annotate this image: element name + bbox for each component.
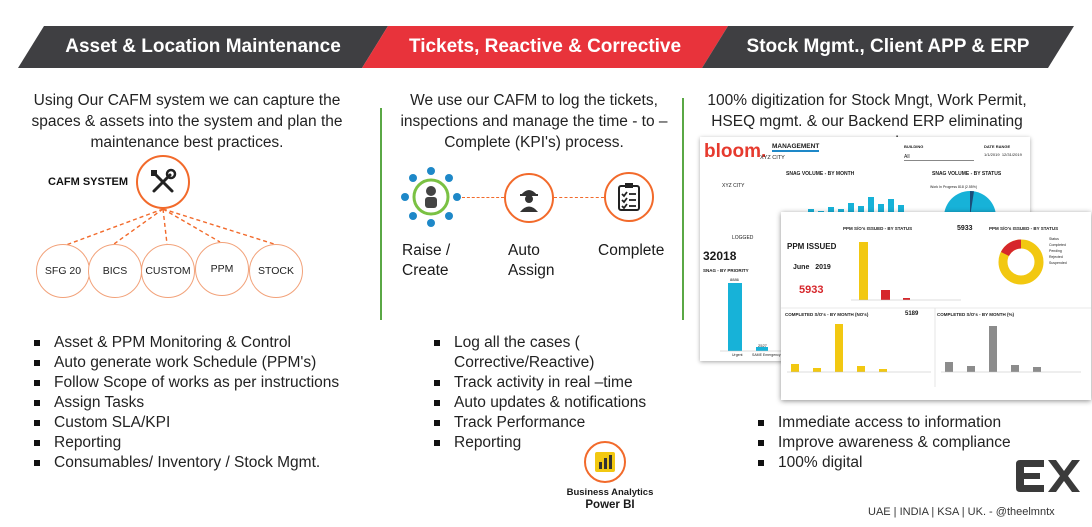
legend-item: Pending [1049, 249, 1062, 253]
list-item: Improve awareness & compliance [756, 433, 1056, 453]
node-label: PPM [210, 263, 234, 275]
list-item: Track Performance [432, 413, 672, 433]
snag-month-title: SNAG VOLUME - BY MONTH [786, 171, 855, 177]
banner-title: Asset & Location Maintenance [65, 36, 341, 57]
ppm-status-title: PPM S/O's ISSUED - BY STATUS [843, 226, 913, 231]
power-bi-caption: Business Analytics Power BI [560, 486, 660, 512]
ppm-issued-label: PPM ISSUED [787, 242, 837, 251]
step-complete: Complete [598, 242, 665, 259]
col3-bullet-list: Immediate access to information Improve … [756, 413, 1056, 473]
ppm-period: June 2019 [793, 264, 831, 271]
legend-title: Status [1049, 237, 1059, 241]
list-item: Consumables/ Inventory / Stock Mgmt. [32, 453, 372, 473]
legend-item: Rejected [1049, 255, 1063, 259]
list-item: Reporting [432, 433, 672, 453]
legend-item: Suspended [1049, 261, 1067, 265]
banner-stock: Stock Mgmt., Client APP & ERP [702, 26, 1074, 68]
date-to: 12/31/2019 [1001, 152, 1022, 157]
col2-bullet-list: Log all the cases ( Corrective/Reactive)… [432, 333, 672, 453]
priority-label: Urgent [732, 353, 743, 357]
elmntx-logo [1014, 456, 1080, 496]
step-auto-assign: Auto Assign [508, 242, 555, 279]
list-item: Auto generate work Schedule (PPM's) [32, 353, 372, 373]
list-item: 100% digital [756, 453, 1056, 473]
list-item: Immediate access to information [756, 413, 1056, 433]
banner-asset-location: Asset & Location Maintenance [18, 26, 388, 68]
flow-connector [554, 197, 604, 198]
col2-description: We use our CAFM to log the tickets, insp… [400, 92, 668, 151]
column-divider [682, 98, 684, 320]
ppm-charts [781, 239, 1091, 387]
list-item: Auto updates & notifications [432, 393, 672, 413]
list-item: Log all the cases ( Corrective/Reactive) [432, 333, 672, 373]
building-label: BUILDING [904, 144, 924, 149]
list-item: Track activity in real –time [432, 373, 672, 393]
ppm-status-value: 5933 [957, 225, 973, 232]
checklist-icon [604, 172, 654, 222]
node-bics: BICS [88, 244, 142, 298]
flow-connector [462, 197, 504, 198]
step-raise-create: Raise / Create [402, 242, 451, 279]
node-label: BICS [102, 265, 128, 277]
list-item: Asset & PPM Monitoring & Control [32, 333, 372, 353]
date-from: 1/1/2019 [984, 152, 1000, 157]
ppm-issued-value: 5933 [799, 284, 824, 296]
status-legend: Status Completed Pending Rejected Suspen… [1049, 236, 1067, 266]
completed-no-title: COMPLETED S/O's - BY MONTH (NO's) [785, 312, 869, 317]
power-bi-icon [584, 441, 626, 483]
building-select: All [904, 154, 974, 161]
dashboard-screenshot-front: PPM ISSUED June 2019 5933 PPM S/O's ISSU… [781, 212, 1091, 400]
status-note: Work In Progress 818 (2.55%) [930, 185, 978, 189]
list-item: Custom SLA/KPI [32, 413, 372, 433]
banner-title: Tickets, Reactive & Corrective [408, 36, 682, 57]
node-ppm: PPM [195, 242, 249, 296]
tools-icon [136, 155, 190, 209]
ppm-month: June [793, 264, 810, 271]
cafm-connector-lines [65, 208, 275, 246]
node-custom: CUSTOM [141, 244, 195, 298]
column-divider [380, 108, 382, 320]
node-label: CUSTOM [145, 265, 191, 277]
person-network-icon [400, 166, 462, 228]
priority-value: 2527 [758, 343, 767, 348]
footer-locations: UAE | INDIA | KSA | UK. - @theelmntx [868, 506, 1055, 518]
city-label: XYZ CITY [760, 155, 785, 161]
snag-priority-title: SNAG - BY PRIORITY [703, 268, 749, 273]
completed-no-value: 5189 [905, 311, 919, 317]
list-item: Assign Tasks [32, 393, 372, 413]
date-range-label: DATE RANGE [984, 144, 1011, 149]
banner-title: Stock Mgmt., Client APP & ERP [746, 36, 1030, 57]
cafm-system-label: CAFM SYSTEM [48, 176, 129, 188]
date-range-values: 1/1/2019 12/31/2019 [984, 152, 1022, 157]
snag-status-title: SNAG VOLUME - BY STATUS [932, 171, 1002, 177]
logged-value: 32018 [703, 249, 737, 263]
node-label: STOCK [258, 265, 294, 277]
tab-management: MANAGEMENT [772, 143, 820, 152]
node-label: SFG 20 [44, 265, 82, 277]
node-stock: STOCK [249, 244, 303, 298]
priority-label: SAME Emergency [752, 353, 781, 357]
worker-icon [504, 173, 554, 223]
caption-line: Business Analytics [566, 487, 654, 498]
logged-label: LOGGED [732, 235, 754, 241]
list-item: Follow Scope of works as per instruction… [32, 373, 372, 393]
col1-bullet-list: Asset & PPM Monitoring & Control Auto ge… [32, 333, 372, 473]
completed-pct-title: COMPLETED S/O's - BY MONTH (%) [937, 312, 1014, 317]
legend-item: Completed [1049, 243, 1066, 247]
banner-tickets: Tickets, Reactive & Corrective [362, 26, 728, 68]
ppm-year: 2019 [815, 264, 831, 271]
bloom-logo: bloom. [704, 141, 767, 162]
priority-value: 8886 [730, 277, 739, 282]
list-item: Reporting [32, 433, 372, 453]
city-caption: XYZ CITY [722, 183, 745, 189]
node-sfg20: SFG 20 [36, 244, 90, 298]
col3-description: 100% digitization for Stock Mngt, Work P… [707, 92, 1027, 151]
caption-line: Power BI [585, 499, 635, 511]
col1-description: Using Our CAFM system we can capture the… [31, 92, 343, 151]
ppm-status-pct-title: PPM S/O's ISSUED - BY STATUS [989, 226, 1059, 231]
